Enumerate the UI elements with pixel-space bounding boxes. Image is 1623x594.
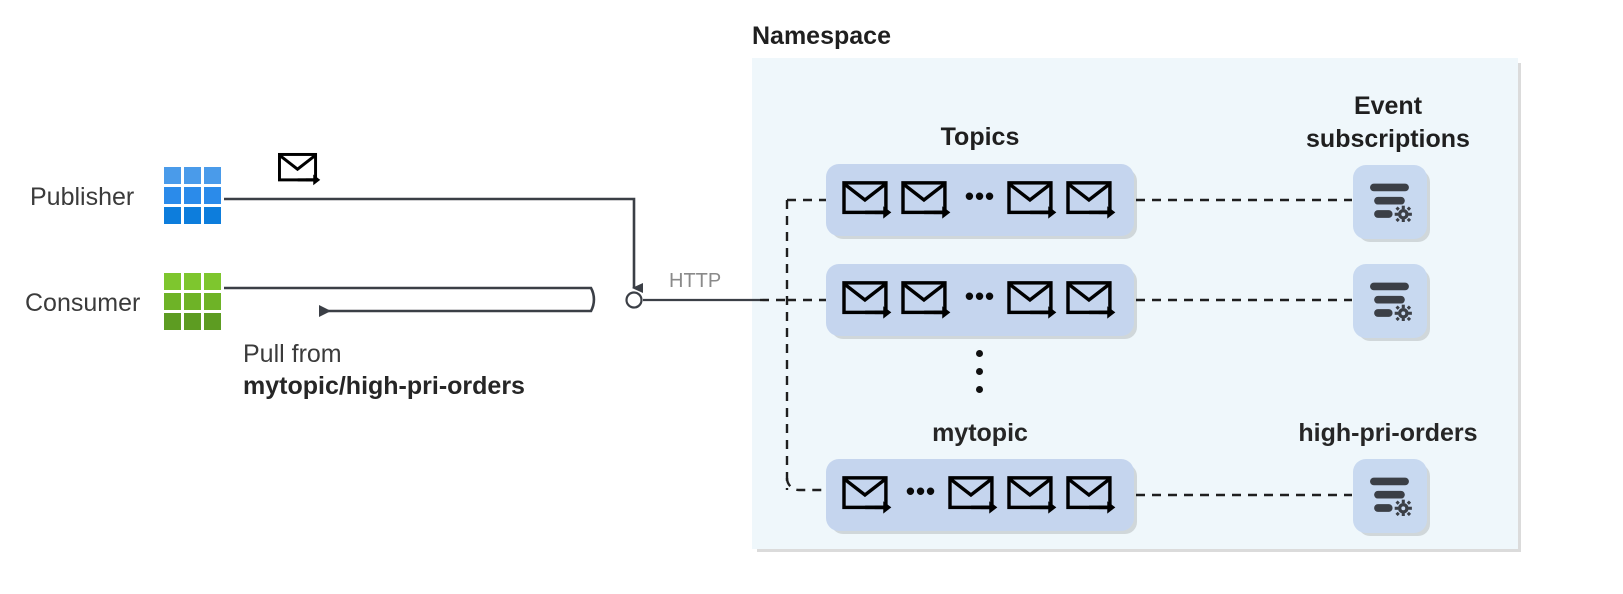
topic-name-label: mytopic (932, 419, 1028, 447)
publisher-grid-icon (164, 167, 221, 224)
ellipsis-dot (975, 368, 983, 375)
http-label: HTTP (669, 270, 722, 292)
topics-heading: Topics (940, 123, 1020, 151)
envelope-arrow-icon (1066, 181, 1118, 220)
consumer-label: Consumer (25, 289, 141, 317)
namespace-title: Namespace (752, 22, 891, 50)
envelope-arrow-icon (1007, 181, 1059, 220)
horizontal-ellipsis: ••• (905, 476, 937, 506)
event-subscriptions-heading: Event subscriptions (1306, 92, 1470, 153)
event-subscription-icon (1369, 183, 1412, 222)
envelope-arrow-icon (1066, 281, 1118, 320)
horizontal-ellipsis: ••• (964, 281, 996, 311)
consumer-pull-loop (224, 286, 596, 317)
event-subscription-tile[interactable] (1353, 264, 1427, 338)
bus-branch-topic-3 (785, 477, 826, 492)
topic-row[interactable]: ••• (826, 164, 1134, 236)
topic-row[interactable]: ••• (826, 459, 1134, 531)
topic-row[interactable]: ••• (826, 264, 1134, 336)
envelope-arrow-icon (901, 181, 952, 220)
pull-topic-path: mytopic/high-pri-orders (243, 372, 525, 400)
consumer-grid-icon (164, 273, 221, 330)
event-subscription-tile[interactable] (1353, 459, 1427, 533)
vertical-ellipsis (972, 350, 986, 393)
pull-from-caption: Pull from (243, 340, 342, 368)
envelope-arrow-icon (842, 476, 893, 515)
ellipsis-dot (975, 350, 983, 357)
envelope-arrow-icon (842, 281, 893, 320)
envelope-arrow-icon (901, 281, 952, 320)
ellipsis-dot (975, 386, 983, 393)
publisher-connector-line (224, 197, 643, 293)
envelope-arrow-icon (1007, 281, 1059, 320)
event-subscription-tile[interactable] (1353, 165, 1427, 239)
envelope-arrow-icon (842, 181, 893, 220)
publish-envelope-icon (278, 152, 322, 187)
envelope-arrow-icon (1007, 476, 1059, 515)
envelope-arrow-icon (1066, 476, 1118, 515)
publisher-label: Publisher (30, 183, 135, 211)
subscription-name-label: high-pri-orders (1298, 419, 1478, 447)
event-subscription-icon (1369, 477, 1412, 516)
envelope-arrow-icon (948, 476, 1000, 515)
horizontal-ellipsis: ••• (964, 181, 996, 211)
event-subscription-icon (1369, 282, 1412, 321)
http-junction-node (625, 291, 643, 309)
